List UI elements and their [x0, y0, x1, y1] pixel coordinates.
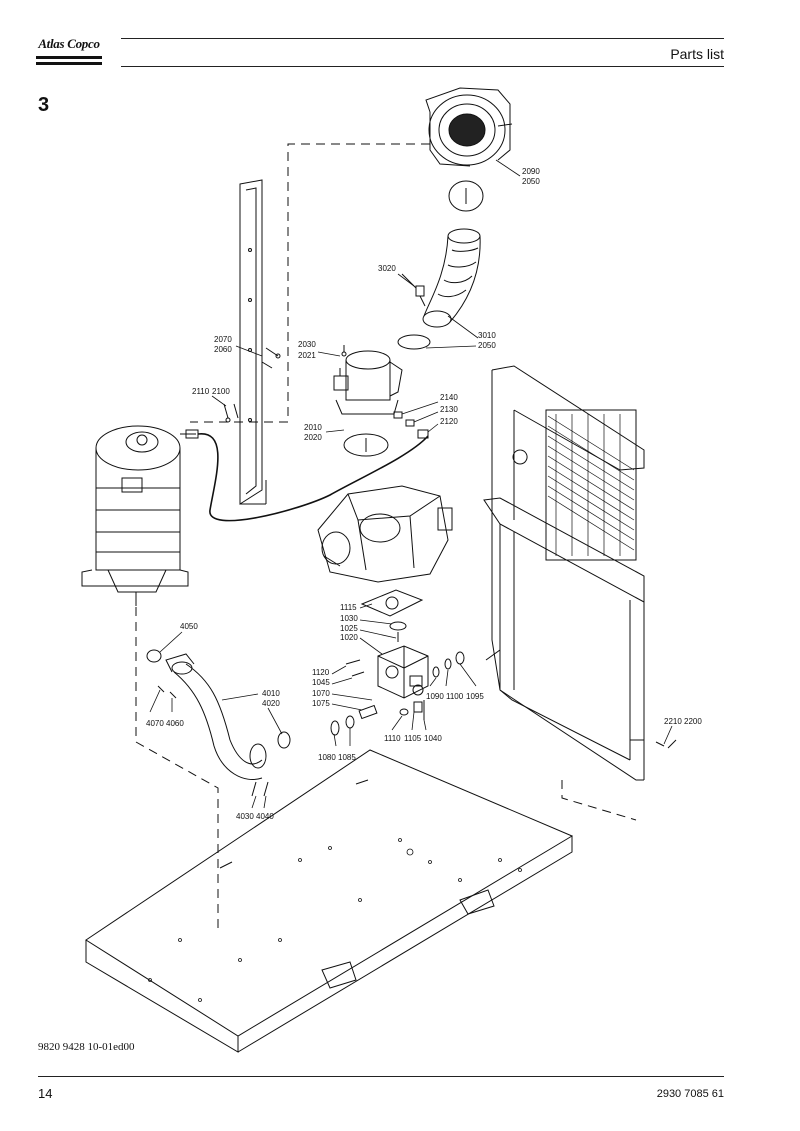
- callout-label: 2120: [440, 417, 458, 426]
- document-number: 2930 7085 61: [656, 1088, 724, 1100]
- callout-label: 4050: [180, 622, 198, 631]
- callout-label: 4030: [236, 812, 254, 821]
- callout-label: 2010: [304, 423, 322, 432]
- callout-label: 3020: [378, 264, 396, 273]
- hose-fittings: [393, 411, 429, 439]
- callout-label: 1025: [340, 624, 358, 633]
- callout-label: 3010: [478, 331, 496, 340]
- callout-label: 1070: [312, 689, 330, 698]
- callout-label: 1105: [404, 734, 422, 743]
- vertical-support-rail: [239, 179, 267, 505]
- callout-label: 2030: [298, 340, 316, 349]
- callout-label: 2021: [298, 351, 316, 360]
- callout-label: 2210: [664, 717, 682, 726]
- o-ring: [146, 649, 162, 663]
- callout-label: 4020: [262, 699, 280, 708]
- side-cooler-frame: [483, 365, 645, 781]
- page-header-title: Parts list: [670, 46, 724, 62]
- callout-label: 2110: [192, 387, 210, 396]
- callout-label: 1095: [466, 692, 484, 701]
- drawing-code: 9820 9428 10-01ed00: [38, 1041, 135, 1053]
- valve-spring: [389, 621, 407, 631]
- callout-labels: 2090 2050 3020 3010 2050 2070 2060 2030 …: [146, 167, 702, 821]
- callout-label: 4060: [166, 719, 184, 728]
- sensor-fitting: [401, 273, 426, 307]
- rail-screws: [261, 347, 281, 369]
- callout-label: 4040: [256, 812, 274, 821]
- page-number: 14: [38, 1086, 53, 1101]
- connecting-hose: [197, 433, 429, 522]
- cooler-grille: [547, 414, 635, 556]
- base-frame: [85, 749, 574, 1053]
- hose-clamp: [397, 334, 431, 350]
- outlet-fittings: [432, 651, 465, 678]
- inlet-valve-assembly: [333, 345, 403, 415]
- callout-label: 4070: [146, 719, 164, 728]
- logo-bar: [36, 62, 102, 65]
- oil-pipe: [165, 653, 267, 780]
- screw: [345, 659, 361, 665]
- callout-label: 1040: [424, 734, 442, 743]
- base-frame-holes: [148, 838, 522, 1002]
- drain-fittings: [399, 700, 425, 720]
- callout-label: 2200: [684, 717, 702, 726]
- callout-label: 1020: [340, 633, 358, 642]
- callout-label: 2140: [440, 393, 458, 402]
- oil-stop-valve-block: [377, 645, 429, 699]
- callout-label: 1115: [340, 603, 357, 612]
- gasket-ring: [343, 433, 389, 457]
- brand-logo: Atlas Copco: [36, 36, 102, 68]
- callout-leaders: [149, 159, 673, 809]
- brand-logo-text: Atlas Copco: [38, 36, 100, 51]
- callout-label: 2060: [214, 345, 232, 354]
- compressor-element: [317, 485, 453, 583]
- callout-label: 2130: [440, 405, 458, 414]
- callout-label: 1080: [318, 753, 336, 762]
- separator-tank: [81, 425, 199, 606]
- gasket-plate: [360, 589, 424, 617]
- callout-label: 1085: [338, 753, 356, 762]
- assembly-lines: [135, 143, 637, 930]
- bracket-screws: [223, 403, 239, 423]
- intake-elbow-hose: [422, 228, 481, 328]
- header-rule-bottom: [121, 66, 724, 67]
- callout-label: 1110: [384, 734, 401, 743]
- section-number: 3: [38, 94, 50, 116]
- callout-label: 4010: [262, 689, 280, 698]
- callout-label: 1030: [340, 614, 358, 623]
- header-rule-top: [121, 38, 724, 39]
- callout-label: 2050: [478, 341, 496, 350]
- callout-label: 1120: [312, 668, 330, 677]
- callout-label: 1075: [312, 699, 330, 708]
- footer-rule: [38, 1076, 724, 1077]
- callout-label: 2050: [522, 177, 540, 186]
- callout-label: 2070: [214, 335, 232, 344]
- callout-label: 2090: [522, 167, 540, 176]
- callout-label: 2020: [304, 433, 322, 442]
- callout-label: 1100: [446, 692, 464, 701]
- logo-bar: [36, 56, 102, 59]
- air-filter-housing: [425, 87, 513, 167]
- callout-label: 1090: [426, 692, 444, 701]
- plug-fitting: [330, 720, 340, 736]
- callout-label: 1045: [312, 678, 330, 687]
- spring-plug: [358, 704, 378, 720]
- callout-label: 2100: [212, 387, 230, 396]
- o-ring: [277, 731, 291, 749]
- clamp-ring: [448, 180, 484, 212]
